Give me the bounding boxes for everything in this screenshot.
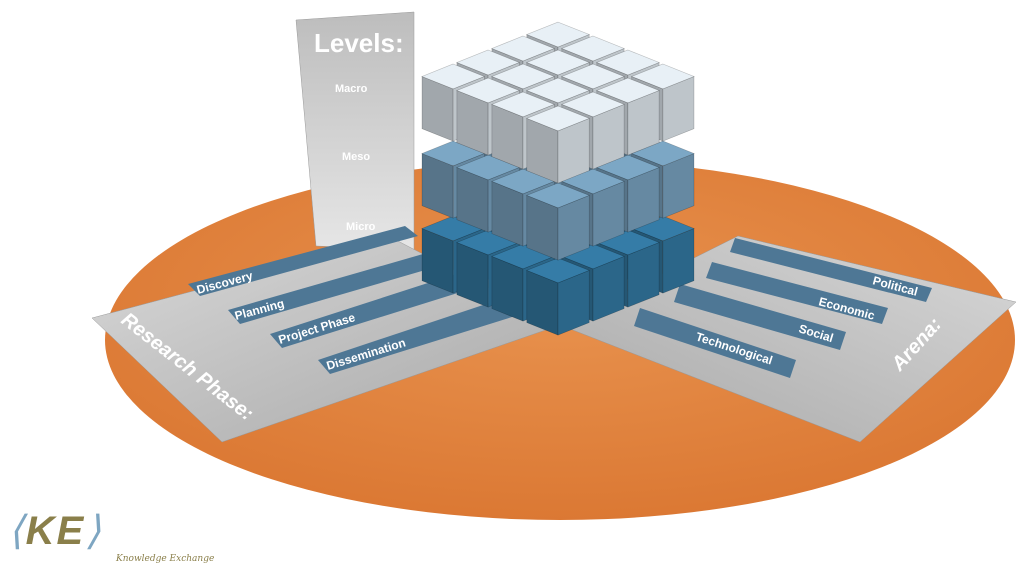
cube-face-top [491, 35, 556, 62]
level-label-meso: Meso [342, 151, 370, 163]
cube-face-right [627, 90, 660, 156]
cube-micro [525, 257, 591, 336]
cube-face-top [525, 21, 591, 48]
knowledge-exchange-logo: ⟨KE⟩ Knowledge Exchange [8, 508, 248, 564]
cube-meso [525, 182, 591, 261]
research-phase-strips [188, 226, 528, 374]
level-label-micro: Micro [346, 221, 376, 233]
ke-logo-mark: ⟨KE⟩ [8, 508, 103, 554]
strip-dissemination [318, 296, 528, 374]
cube-face-right [592, 180, 625, 247]
cube-face-top [456, 49, 521, 76]
strip-discovery [188, 226, 418, 296]
arena-strips [634, 238, 932, 378]
cube-face-top [560, 63, 625, 90]
cube-face-top [456, 77, 521, 104]
cube-face-top [525, 182, 591, 209]
cube-face-top [525, 49, 591, 76]
logo-close-bracket: ⟩ [85, 509, 103, 553]
cube-face-top [560, 91, 625, 118]
cube-layer-macro [421, 21, 695, 184]
logo-open-bracket: ⟨ [8, 509, 26, 553]
cube-face-right [662, 153, 695, 219]
cube-face-right [662, 76, 695, 142]
cube-face-top [421, 63, 486, 90]
strip-project-phase [270, 272, 480, 348]
cube-face-top [491, 91, 556, 118]
cube-face-top [525, 257, 591, 284]
cube-face-top [491, 63, 556, 90]
levels-title: Levels: [314, 28, 404, 58]
strip-political [730, 238, 932, 302]
logo-letters: KE [25, 509, 86, 553]
logo-name: Knowledge Exchange [116, 554, 215, 564]
cube-face-top [560, 35, 625, 62]
cube-face-top [525, 105, 591, 132]
level-label-macro: Macro [335, 83, 368, 95]
cube-face-right [627, 167, 660, 233]
strip-economic [706, 262, 888, 324]
cube-face-right [592, 103, 625, 170]
cube-macro [525, 105, 591, 184]
cube-face-top [595, 77, 660, 104]
cube-face-top [595, 49, 660, 76]
cube-face-right [662, 228, 695, 294]
strip-social [674, 284, 846, 350]
strip-planning [228, 252, 446, 324]
cube-face-top [630, 63, 695, 90]
cube-stack [421, 21, 695, 336]
cube-face-right [627, 242, 660, 308]
cube-face-top [525, 77, 591, 104]
strip-technological [634, 308, 796, 378]
